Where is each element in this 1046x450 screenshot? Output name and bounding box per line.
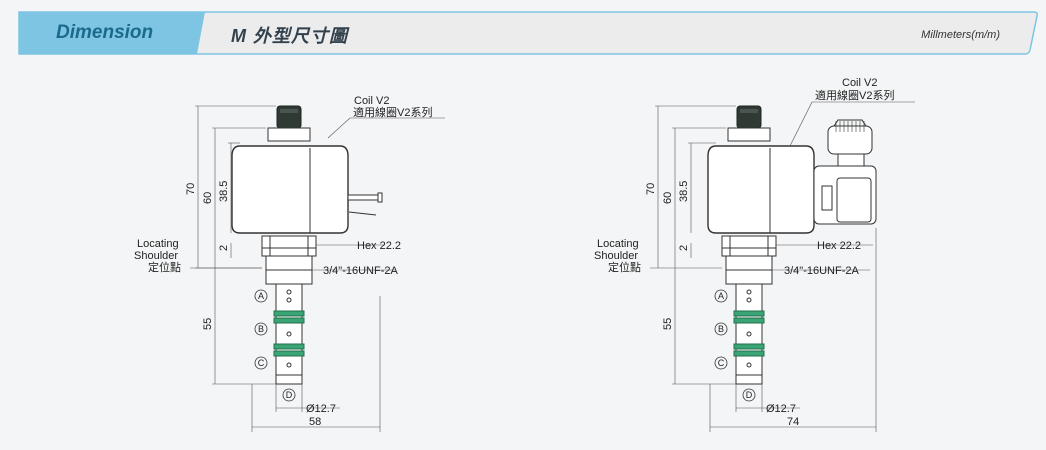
coil-body [707, 145, 815, 234]
hex-label: Hex 22.2 [817, 240, 861, 252]
port-markers-left [254, 289, 296, 402]
thread-section [725, 255, 773, 271]
locating-label: Locating [597, 238, 639, 250]
terminal-tab [347, 194, 379, 201]
port-d-label: D [746, 390, 753, 400]
diameter-label: Ø12.7 [766, 403, 796, 415]
page-title: M 外型尺寸圖 [231, 26, 348, 46]
coil-label: Coil V2 [354, 95, 389, 107]
thread-label: 3/4"-16UNF-2A [323, 265, 398, 277]
dimension-drawing: Coil V2 適用線圈V2系列 70 60 38.5 2 55 Hex 22.… [134, 77, 915, 432]
dim-60: 60 [662, 192, 674, 204]
diameter-label: Ø12.7 [306, 403, 336, 415]
valve-drawing-connector [707, 105, 877, 385]
coil-nut [727, 127, 771, 142]
dim-38-5: 38.5 [678, 181, 690, 202]
dimension-header: Dimension M 外型尺寸圖 Millmeters(m/m) [18, 10, 1040, 56]
valve-drawing-standard [231, 105, 383, 385]
port-b-label: B [718, 324, 724, 334]
port-d-label: D [286, 390, 293, 400]
dim-70: 70 [645, 183, 657, 195]
port-b-label: B [258, 324, 264, 334]
dim-60: 60 [202, 192, 214, 204]
header-banner [18, 11, 1038, 55]
width-label: 58 [309, 416, 321, 428]
units-label: Millmeters(m/m) [921, 29, 1000, 41]
port-markers-right [714, 289, 756, 402]
coil-sub-label: 適用線圈V2系列 [815, 88, 894, 102]
dim-2: 2 [678, 245, 690, 251]
shoulder-label: Shoulder [134, 250, 178, 262]
dim-38-5: 38.5 [218, 181, 230, 202]
port-a-label: A [718, 291, 724, 301]
dim-70: 70 [185, 183, 197, 195]
port-a-label: A [258, 291, 264, 301]
locating-label: Locating [137, 238, 179, 250]
coil-label: Coil V2 [842, 77, 877, 89]
cable-gland [827, 125, 873, 155]
thread-label: 3/4"-16UNF-2A [784, 265, 859, 277]
hex-label: Hex 22.2 [357, 240, 401, 252]
width-label: 74 [787, 416, 799, 428]
dim-55: 55 [202, 318, 214, 330]
port-c-label: C [258, 358, 265, 368]
locating-cn-label: 定位點 [608, 260, 641, 274]
section-label: Dimension [56, 22, 154, 43]
port-c-label: C [718, 358, 725, 368]
locating-cn-label: 定位點 [148, 260, 181, 274]
coil-body [231, 145, 349, 234]
shoulder-label: Shoulder [594, 250, 638, 262]
coil-sub-label: 適用線圈V2系列 [353, 105, 432, 119]
coil-nut [267, 127, 311, 142]
dim-55: 55 [662, 318, 674, 330]
thread-section [265, 255, 313, 271]
dim-2: 2 [218, 245, 230, 251]
